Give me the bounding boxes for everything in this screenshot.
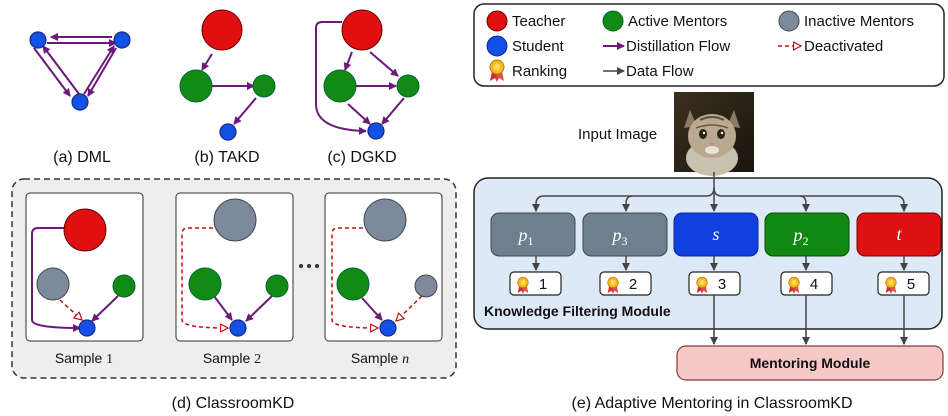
svg-text:t: t (896, 224, 902, 244)
caption-adaptive-mentoring: (e) Adaptive Mentoring in ClassroomKD (571, 395, 852, 412)
ranking-icon (788, 276, 800, 294)
caption-dml: (a) DML (53, 149, 111, 166)
sample-n-label: Sample n (351, 350, 409, 367)
ranking-icon (517, 276, 529, 294)
svg-text:p3: p3 (611, 225, 628, 248)
dgkd-teacher (341, 9, 383, 51)
takd-graph (179, 9, 276, 141)
svg-text:p2: p2 (792, 225, 809, 248)
svg-text:4: 4 (810, 276, 818, 293)
knowledge-filtering-label: Knowledge Filtering Module (484, 303, 671, 319)
dgkd-mentor-2 (396, 74, 420, 98)
legend-active-swatch (602, 10, 624, 32)
sample-1-teacher (63, 208, 107, 252)
ranking-icon (696, 276, 708, 294)
sample-n-inactive-mentor (414, 274, 438, 298)
rank-badge-3: 3 (688, 271, 741, 296)
sample-1-card (25, 192, 144, 342)
sample-n-active-mentor (336, 267, 370, 301)
model-box-teacher: t (856, 212, 942, 257)
svg-text:1: 1 (539, 276, 547, 293)
dgkd-mentor-1 (323, 69, 357, 103)
dml-node-right (113, 31, 131, 49)
dml-node-bottom (71, 93, 89, 111)
dml-graph (29, 31, 131, 111)
sample-1-active-mentor (112, 274, 136, 298)
sample-n-card (324, 192, 443, 342)
caption-takd: (b) TAKD (194, 149, 259, 166)
takd-mentor-1 (179, 69, 213, 103)
takd-teacher (201, 9, 243, 51)
legend-box: Teacher Student Ranking Active Mentors D… (473, 3, 945, 87)
model-box-student: s (673, 212, 759, 257)
sample-1-student (78, 319, 96, 337)
ranking-icon (489, 59, 505, 82)
takd-mentor-2 (252, 74, 276, 98)
dgkd-student (367, 122, 385, 140)
sample-n-inactive-teacher (363, 198, 407, 242)
svg-text:3: 3 (718, 276, 726, 293)
sample-2-inactive-teacher (213, 198, 257, 242)
legend-student-swatch (486, 35, 508, 57)
legend-inactive-swatch (778, 10, 800, 32)
sample-2-active-mentor-1 (188, 267, 222, 301)
sample-2-card (175, 192, 294, 342)
legend-teacher-swatch (486, 10, 508, 32)
svg-text:2: 2 (629, 276, 637, 293)
input-image-cat (674, 92, 754, 176)
legend-inactive-label: Inactive Mentors (804, 13, 914, 30)
legend-active-label: Active Mentors (628, 13, 727, 30)
legend-teacher-label: Teacher (512, 13, 565, 30)
legend-student-label: Student (512, 38, 565, 55)
legend-distillation-label: Distillation Flow (626, 38, 730, 55)
ranking-icon (885, 276, 897, 294)
svg-text:5: 5 (907, 276, 915, 293)
input-image-label: Input Image (578, 126, 657, 143)
sample-1-label: Sample 1 (55, 350, 113, 367)
legend-deactivated-label: Deactivated (804, 38, 883, 55)
svg-text:s: s (712, 224, 719, 244)
sample-2-active-mentor-2 (265, 274, 289, 298)
legend-data-label: Data Flow (626, 63, 694, 80)
sample-2-student (229, 319, 247, 337)
dml-node-left (29, 31, 47, 49)
legend-ranking-label: Ranking (512, 63, 567, 80)
rank-badge-4: 4 (780, 271, 833, 296)
mentoring-module-box (676, 345, 944, 381)
data-flow-lines (535, 172, 905, 205)
caption-dgkd: (c) DGKD (327, 149, 396, 166)
model-box-p2: p2 (764, 212, 850, 257)
mentoring-module-label: Mentoring Module (750, 355, 871, 371)
caption-classroomkd: (d) ClassroomKD (172, 395, 295, 412)
takd-student (219, 123, 237, 141)
sample-2-label: Sample 2 (203, 350, 261, 367)
model-box-p1: p1 (490, 212, 576, 257)
sample-1-inactive-mentor (36, 267, 70, 301)
ranking-icon (607, 276, 619, 294)
ellipsis-dots (299, 264, 319, 268)
rank-badge-2: 2 (599, 271, 652, 296)
rank-badge-5: 5 (877, 271, 930, 296)
svg-text:p1: p1 (517, 225, 534, 248)
sample-n-student (379, 319, 397, 337)
rank-badge-1: 1 (509, 271, 562, 296)
dgkd-graph (315, 9, 420, 140)
model-box-p3: p3 (582, 212, 668, 257)
